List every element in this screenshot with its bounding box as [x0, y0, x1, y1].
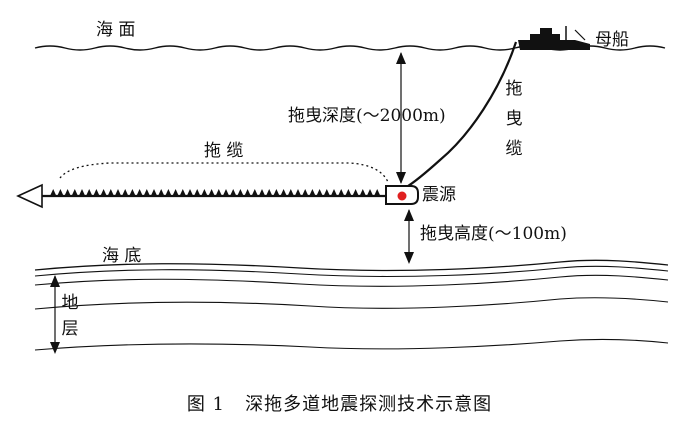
tow-cable-label: 拖曳缆	[505, 79, 523, 159]
hydrophone-tooth	[114, 189, 122, 196]
hydrophone-tooth	[294, 189, 302, 196]
hydrophone-tooth	[359, 189, 366, 196]
seafloor-line	[34, 259, 669, 272]
hydrophone-tooth	[201, 189, 208, 196]
streamer-dotted-curve	[59, 162, 389, 183]
hydrophone-tooth	[302, 189, 309, 196]
hydrophone-tooth	[280, 189, 287, 196]
figure-number: 图 1	[186, 394, 225, 415]
tow-height-arrow	[404, 209, 414, 264]
hydrophone-tooth	[143, 189, 150, 196]
hydrophone-tooth	[309, 189, 316, 196]
hydrophone-tooth	[338, 189, 345, 196]
seafloor-label: 海 底	[102, 246, 142, 266]
hydrophone-tooth	[374, 189, 381, 196]
hydrophone-tooth	[86, 189, 93, 196]
stratum-line-2	[34, 274, 669, 287]
hydrophone-tooth	[50, 189, 57, 196]
hydrophone-tooth	[230, 189, 237, 196]
stratum-line-3	[34, 297, 669, 310]
tow-cable-line	[404, 41, 518, 189]
hydrophone-tooth	[266, 189, 273, 196]
hydrophone-tooth	[179, 189, 186, 196]
hydrophone-tooth	[323, 189, 330, 196]
hydrophone-tooth	[316, 189, 323, 196]
hydrophone-tooth	[107, 189, 114, 196]
hydrophone-array	[50, 189, 381, 196]
figure-caption: 图 1 深拖多道地震探测技术示意图	[0, 394, 679, 416]
strata-label: 地层	[61, 293, 79, 339]
hydrophone-tooth	[366, 189, 374, 196]
hydrophone-tooth	[258, 189, 266, 196]
tow-height-label: 拖曳高度(～100m)	[420, 224, 567, 244]
hydrophone-tooth	[172, 189, 179, 196]
hydrophone-tooth	[330, 189, 338, 196]
tail-buoy-icon	[16, 183, 43, 209]
hydrophone-tooth	[57, 189, 64, 196]
hydrophone-tooth	[215, 189, 222, 196]
hydrophone-tooth	[93, 189, 100, 196]
hydrophone-tooth	[64, 189, 71, 196]
hydrophone-tooth	[122, 189, 129, 196]
hydrophone-tooth	[222, 189, 230, 196]
hydrophone-tooth	[150, 189, 158, 196]
hydrophone-tooth	[273, 189, 280, 196]
hydrophone-tooth	[345, 189, 352, 196]
hydrophone-tooth	[352, 189, 359, 196]
mother-ship-label: 母船	[595, 30, 629, 50]
hydrophone-tooth	[165, 189, 172, 196]
tow-depth-label: 拖曳深度(～2000m)	[288, 106, 446, 126]
hydrophone-tooth	[129, 189, 136, 196]
hydrophone-tooth	[194, 189, 201, 196]
hydrophone-tooth	[287, 189, 294, 196]
hydrophone-tooth	[244, 189, 251, 196]
streamer-label: 拖 缆	[204, 141, 244, 161]
hydrophone-tooth	[186, 189, 194, 196]
sea-surface-label: 海 面	[96, 20, 136, 40]
hydrophone-tooth	[100, 189, 107, 196]
hydrophone-tooth	[237, 189, 244, 196]
strata-arrow	[50, 275, 60, 354]
source-icon	[385, 185, 419, 205]
hydrophone-tooth	[158, 189, 165, 196]
figure-title: 深拖多道地震探测技术示意图	[245, 394, 493, 415]
hydrophone-tooth	[71, 189, 78, 196]
hydrophone-tooth	[78, 189, 86, 196]
hydrophone-tooth	[208, 189, 215, 196]
stratum-line-4	[34, 338, 669, 351]
stratum-line-1	[34, 265, 669, 278]
hydrophone-tooth	[136, 189, 143, 196]
mother-ship-icon	[518, 26, 590, 50]
source-label: 震源	[422, 185, 456, 205]
tow-depth-arrow	[396, 52, 406, 184]
hydrophone-tooth	[251, 189, 258, 196]
